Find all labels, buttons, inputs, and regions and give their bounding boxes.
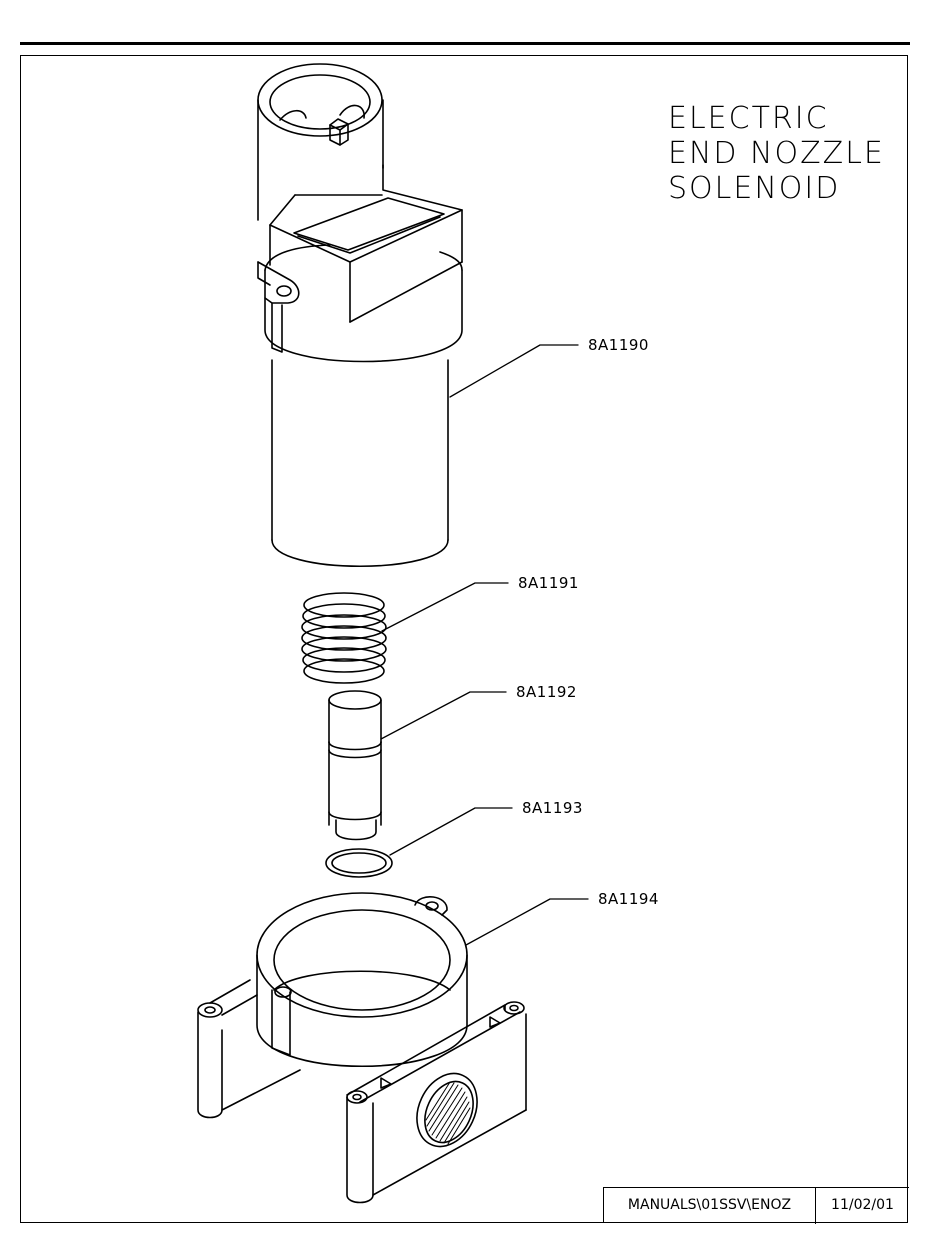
plunger [329, 691, 381, 840]
title-block-path: MANUALS\01SSV\ENOZ [604, 1188, 816, 1224]
callout-plunger: 8A1192 [516, 683, 577, 701]
o-ring [326, 849, 392, 877]
callout-valve-body: 8A1194 [598, 890, 659, 908]
drawing-title-line-3: SOLENOID [668, 173, 840, 205]
callout-o-ring: 8A1193 [522, 799, 583, 817]
callout-coil-housing: 8A1190 [588, 336, 649, 354]
title-block: MANUALS\01SSV\ENOZ 11/02/01 [603, 1187, 909, 1223]
spring [302, 593, 386, 683]
solenoid-coil-housing [258, 64, 462, 566]
drawing-title-line-2: END NOZZLE [668, 138, 885, 170]
leader-lines [381, 345, 588, 945]
callout-spring: 8A1191 [518, 574, 579, 592]
drawing-title-line-1: ELECTRIC [668, 103, 829, 135]
title-block-date: 11/02/01 [816, 1188, 909, 1224]
